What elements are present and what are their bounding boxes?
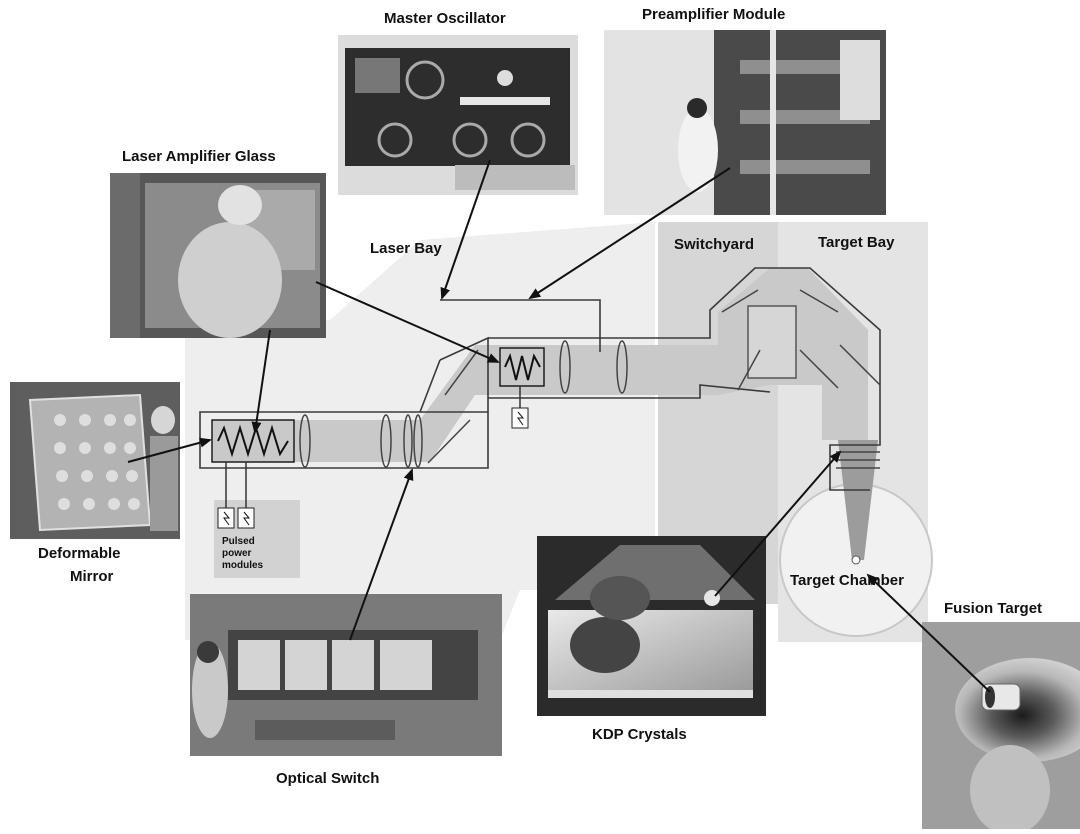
laser-amplifier-glass-label: Laser Amplifier Glass <box>122 148 276 165</box>
fusion-target-photo <box>922 622 1080 829</box>
kdp-crystals-photo <box>537 536 766 716</box>
fusion-target-label: Fusion Target <box>944 600 1042 617</box>
target-dot <box>852 556 860 564</box>
switchyard-label: Switchyard <box>674 236 754 253</box>
pulsed-power-label-line2: power <box>222 548 251 559</box>
optical-switch-photo <box>190 594 502 756</box>
pulsed-power-label-line3: modules <box>222 560 263 571</box>
target-chamber-label: Target Chamber <box>790 572 904 589</box>
master-oscillator-photo <box>338 35 578 195</box>
pulsed-power-label-line1: Pulsed <box>222 536 255 547</box>
deformable-mirror-label-line1: Deformable <box>38 545 121 562</box>
preamplifier-module-label: Preamplifier Module <box>642 6 785 23</box>
preamplifier-module-photo <box>604 30 886 215</box>
target-bay-label: Target Bay <box>818 234 894 251</box>
master-oscillator-label: Master Oscillator <box>384 10 506 27</box>
laser-bay-label: Laser Bay <box>370 240 442 257</box>
deformable-mirror-photo <box>10 382 180 539</box>
laser-amplifier-glass-photo <box>110 173 326 338</box>
deformable-mirror-label-line2: Mirror <box>70 568 113 585</box>
kdp-crystals-label: KDP Crystals <box>592 726 687 743</box>
optical-switch-label: Optical Switch <box>276 770 379 787</box>
